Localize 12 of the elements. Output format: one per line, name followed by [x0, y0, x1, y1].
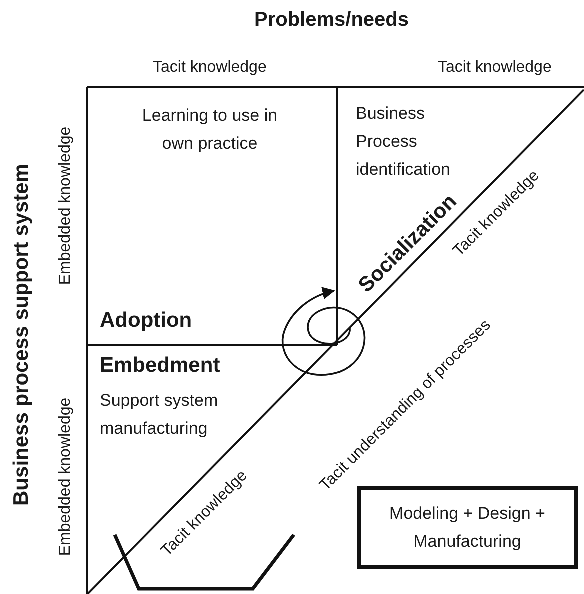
axis-title: Business process support system: [8, 164, 34, 506]
column-header: Tacit knowledge: [438, 58, 552, 78]
phase-label: Embedment: [100, 353, 220, 379]
heading: Problems/needs: [254, 8, 410, 33]
process-box: Modeling + Design + Manufacturing: [357, 486, 578, 569]
quadrant-text: Support system manufacturing: [100, 390, 220, 440]
quadrant-text: Business Process identification: [356, 103, 452, 181]
column-header: Tacit knowledge: [153, 58, 267, 78]
quadrant-text: Learning to use in own practice: [141, 105, 279, 155]
row-header: Embedded knowledge: [56, 126, 76, 286]
row-header: Embedded knowledge: [56, 398, 76, 556]
phase-label: Adoption: [100, 308, 192, 334]
